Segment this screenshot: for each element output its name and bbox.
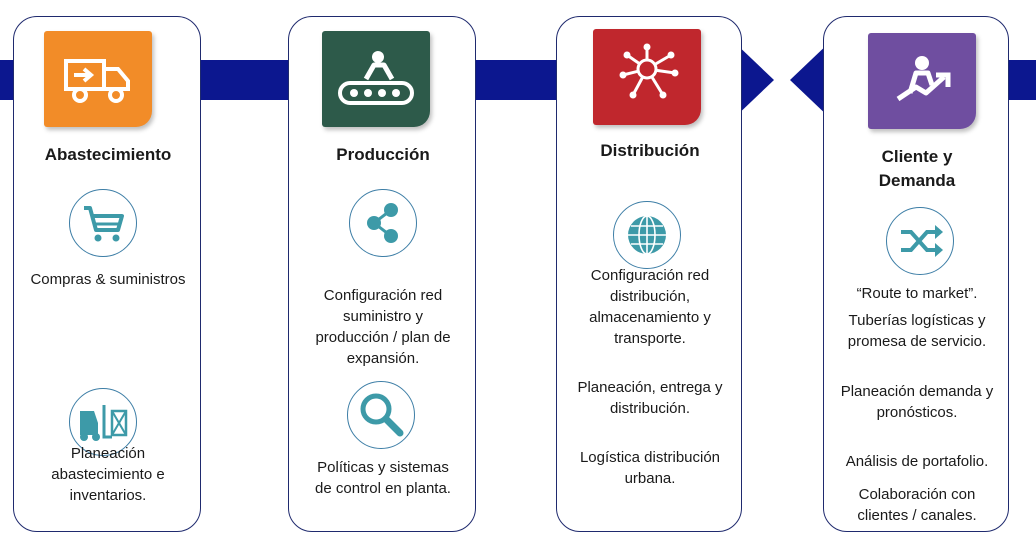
truck-icon — [64, 59, 130, 103]
shuffle-arrows-icon — [901, 225, 943, 257]
item-text: Planeación, entrega y distribución. — [577, 379, 723, 417]
column-title: Producción — [336, 145, 430, 164]
network-hub-icon — [619, 43, 679, 99]
truck-tile — [44, 31, 152, 127]
icon-circle — [613, 201, 681, 269]
item-text: Configuración red suministro y producció… — [315, 287, 451, 367]
icon-circle — [69, 189, 137, 257]
conveyor-belt-icon — [338, 51, 414, 105]
conveyor-tile — [322, 31, 430, 127]
item-text: Compras & suministros — [30, 271, 186, 288]
network-tile — [593, 29, 701, 125]
icon-circle — [349, 189, 417, 257]
abastecimiento-card: Abastecimiento Compras & suministros Pla… — [13, 16, 201, 532]
person-growth-icon — [896, 56, 951, 102]
column-title: Abastecimiento — [44, 145, 172, 164]
person-growth-tile — [868, 33, 976, 129]
item-text: Logística distribución urbana. — [579, 449, 721, 487]
icon-circle — [886, 207, 954, 275]
item-text: Planeación demanda y pronósticos. — [840, 383, 994, 421]
item-text: Políticas y sistemas de control en plant… — [315, 459, 451, 497]
icon-circle — [69, 388, 137, 456]
item-text: Configuración red distribución, almacena… — [589, 267, 711, 347]
forklift-icon — [80, 405, 128, 441]
item-text: Planeación abastecimiento e inventarios. — [51, 445, 165, 504]
icon-circle — [347, 381, 415, 449]
produccion-card: Producción Configuración red suministro … — [288, 16, 476, 532]
globe-icon — [628, 215, 666, 255]
column-title: Cliente y Demanda — [878, 147, 956, 190]
item-text: Análisis de portafolio. — [845, 453, 989, 470]
item-text: Colaboración con clientes / canales. — [857, 486, 977, 524]
distribucion-card: Distribución Configuración red distribuc… — [556, 16, 742, 532]
magnifier-icon — [360, 393, 404, 437]
column-title: Distribución — [600, 141, 700, 160]
shopping-cart-icon — [84, 206, 124, 242]
share-icon — [367, 203, 398, 243]
item-text: Tuberías logísticas y promesa de servici… — [847, 312, 987, 350]
cliente-card: Cliente y Demanda “Route to market”. Tub… — [823, 16, 1009, 532]
item-text: “Route to market”. — [856, 285, 978, 302]
